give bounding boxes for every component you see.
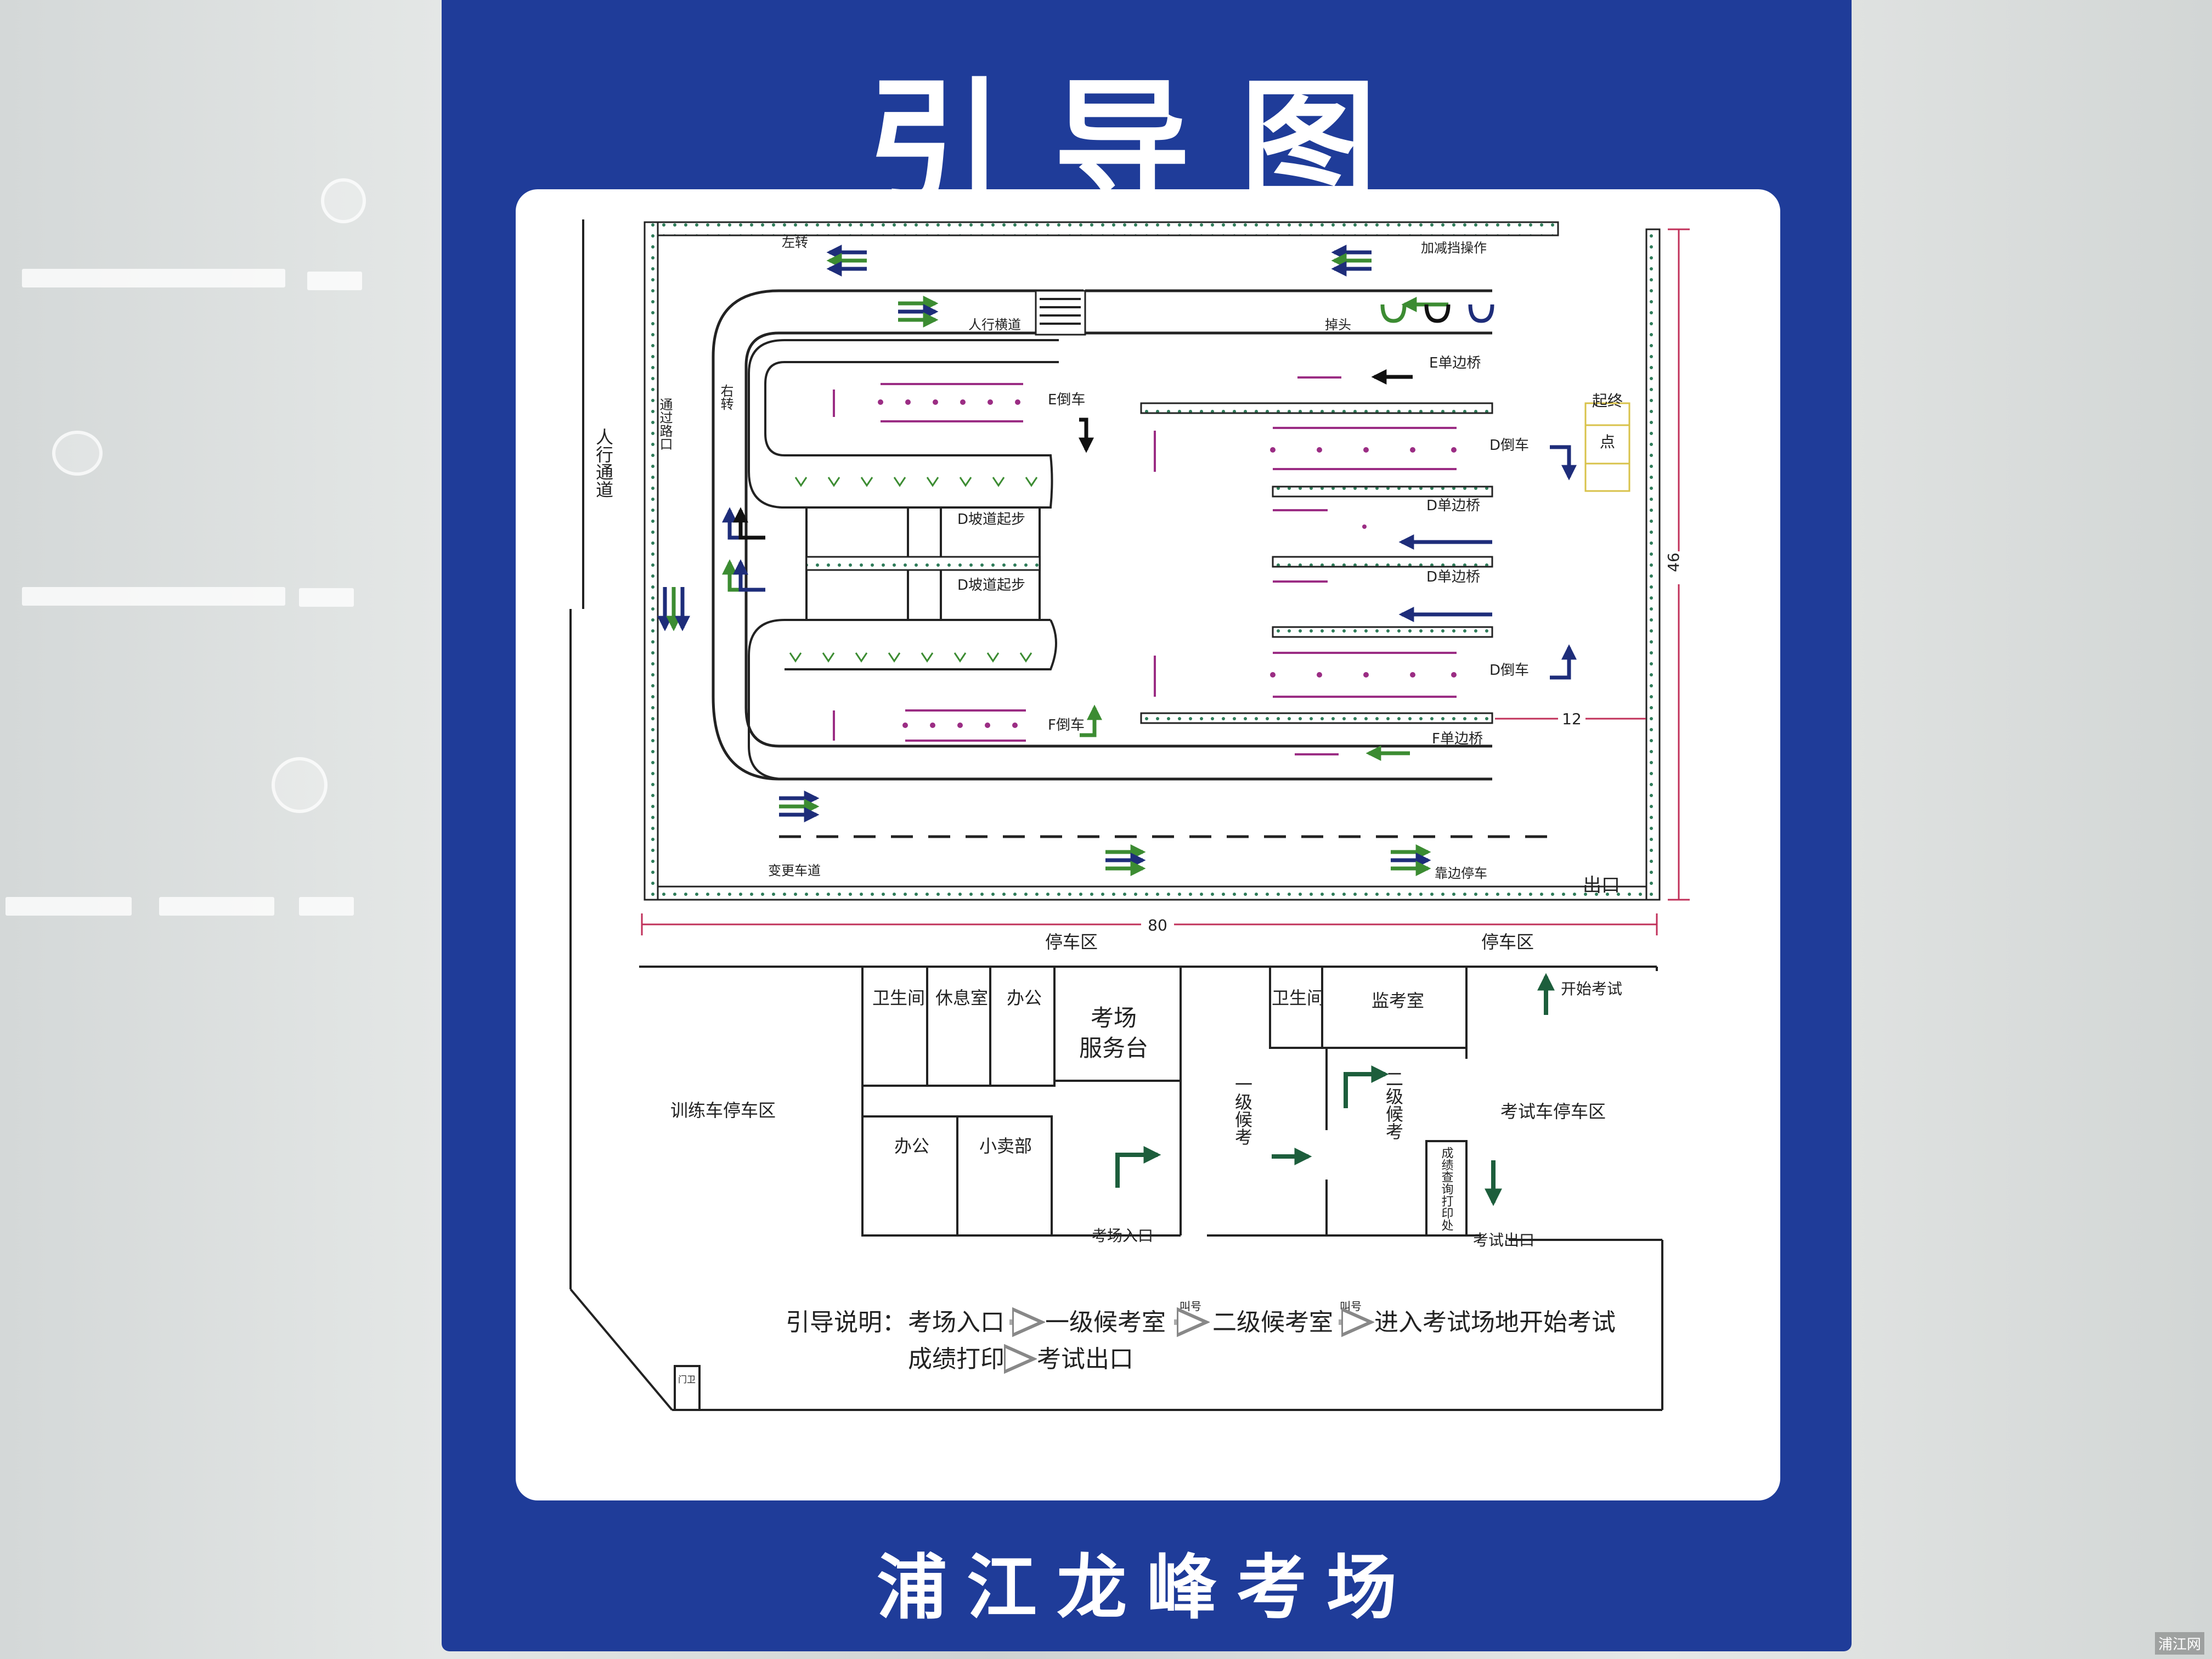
d-one-side-bridge-2-label: D单边桥: [1426, 569, 1480, 585]
pedestrian-path-label: 人行通道: [593, 428, 614, 498]
d-reverse-bottom-label: D倒车: [1489, 662, 1529, 679]
d-one-side-bridge-1-label: D单边桥: [1426, 498, 1480, 514]
left-turn-label: 左转: [782, 235, 808, 250]
guide-step-exam-exit: 考试出口: [1037, 1345, 1133, 1373]
crosswalk-label: 人行横道: [968, 317, 1021, 332]
field-boundary: [644, 221, 1661, 901]
office-1-label: 办公: [1007, 988, 1042, 1008]
lane-curbs: [1140, 402, 1493, 724]
tape-strip: [299, 588, 354, 607]
inner-dimension: 12: [1562, 710, 1582, 728]
office-2-label: 办公: [894, 1136, 929, 1156]
start-end-label-1: 起终: [1592, 392, 1623, 410]
building-outline: [569, 609, 1663, 1411]
height-dimension: 46: [1664, 552, 1683, 572]
f-one-side-bridge-label: F单边桥: [1432, 731, 1483, 747]
adhesive-mark: [52, 431, 103, 476]
monitor-room-label: 监考室: [1372, 990, 1424, 1011]
guide-step-start-exam: 进入考试场地开始考试: [1374, 1308, 1616, 1336]
tape-strip: [22, 269, 285, 287]
lane-change-label: 变更车道: [768, 863, 821, 878]
start-end-point: [1584, 402, 1630, 492]
training-parking-label: 训练车停车区: [670, 1100, 776, 1121]
d-reverse-top-label: D倒车: [1489, 437, 1529, 454]
guide-step-first-waiting: 一级候考室: [1045, 1308, 1166, 1336]
d-hill-start-1-label: D坡道起步: [957, 511, 1025, 528]
tape-strip: [299, 897, 354, 916]
guide-step-second-waiting: 二级候考室: [1212, 1308, 1333, 1336]
guide-instructions: 引导说明： 考场入口 一级候考室 叫号 二级候考室 叫号 进入考试场地开始考试 …: [786, 1300, 1616, 1373]
width-dimension: 80: [1148, 916, 1167, 934]
adhesive-mark: [272, 757, 328, 813]
right-turn-label: 右转: [718, 384, 733, 410]
pull-over-label: 靠边停车: [1435, 866, 1487, 881]
exit-label: 出口: [1583, 874, 1620, 896]
tape-strip: [307, 272, 362, 290]
upper-island: [748, 339, 1059, 509]
call-number-1: 叫号: [1180, 1300, 1201, 1313]
restroom-2-label: 卫生间: [1272, 988, 1324, 1008]
exam-parking-label: 考试车停车区: [1500, 1101, 1606, 1122]
tape-strip: [159, 897, 274, 916]
map-panel: [516, 189, 1780, 1500]
first-waiting-room-label: 一级候考: [1232, 1075, 1253, 1146]
second-waiting-room-label: 二级候考: [1383, 1070, 1404, 1140]
service-desk-label-2: 服务台: [1079, 1035, 1148, 1062]
call-number-2: 叫号: [1340, 1300, 1362, 1313]
gate-label: 门卫: [678, 1374, 696, 1385]
pass-intersection-label: 通过路口: [657, 398, 673, 450]
guide-step-score-print: 成绩打印: [908, 1345, 1005, 1373]
lane-lines: [833, 376, 1457, 755]
start-exam-label: 开始考试: [1561, 980, 1622, 998]
exam-exit-label: 考试出口: [1473, 1231, 1534, 1249]
lounge-label: 休息室: [935, 988, 988, 1008]
guide-step-entrance: 考场入口: [908, 1308, 1005, 1336]
shop-label: 小卖部: [979, 1136, 1032, 1156]
d-hill-start-2-label: D坡道起步: [957, 577, 1025, 594]
restroom-1-label: 卫生间: [872, 988, 925, 1008]
guide-prefix: 引导说明：: [786, 1308, 906, 1336]
service-desk-label-1: 考场: [1091, 1005, 1137, 1031]
parking-left-label: 停车区: [1045, 932, 1098, 952]
e-reverse-label: E倒车: [1048, 392, 1085, 408]
direction-arrows: [657, 245, 1577, 876]
score-print-label: 成绩查询打印处: [1440, 1147, 1454, 1231]
e-one-side-bridge-label: E单边桥: [1429, 355, 1481, 371]
fixed-point-label: 加减挡操作: [1421, 240, 1487, 256]
entrance-label: 考场入口: [1092, 1227, 1153, 1245]
sign-footer: 浦江龙峰考场: [876, 1547, 1417, 1629]
watermark: 浦江网: [2154, 1632, 2204, 1655]
u-turn-label: 掉头: [1325, 317, 1351, 332]
f-reverse-label: F倒车: [1048, 717, 1085, 733]
crosswalk-icon: [1035, 290, 1086, 336]
lane-dots: [878, 399, 1457, 728]
adhesive-mark: [321, 178, 366, 223]
grass-marks: [789, 477, 1038, 663]
start-end-label-2: 点: [1600, 433, 1615, 451]
parking-right-label: 停车区: [1481, 932, 1534, 952]
building-arrows: [1115, 973, 1555, 1206]
tape-strip: [5, 897, 132, 916]
tape-strip: [22, 587, 285, 606]
